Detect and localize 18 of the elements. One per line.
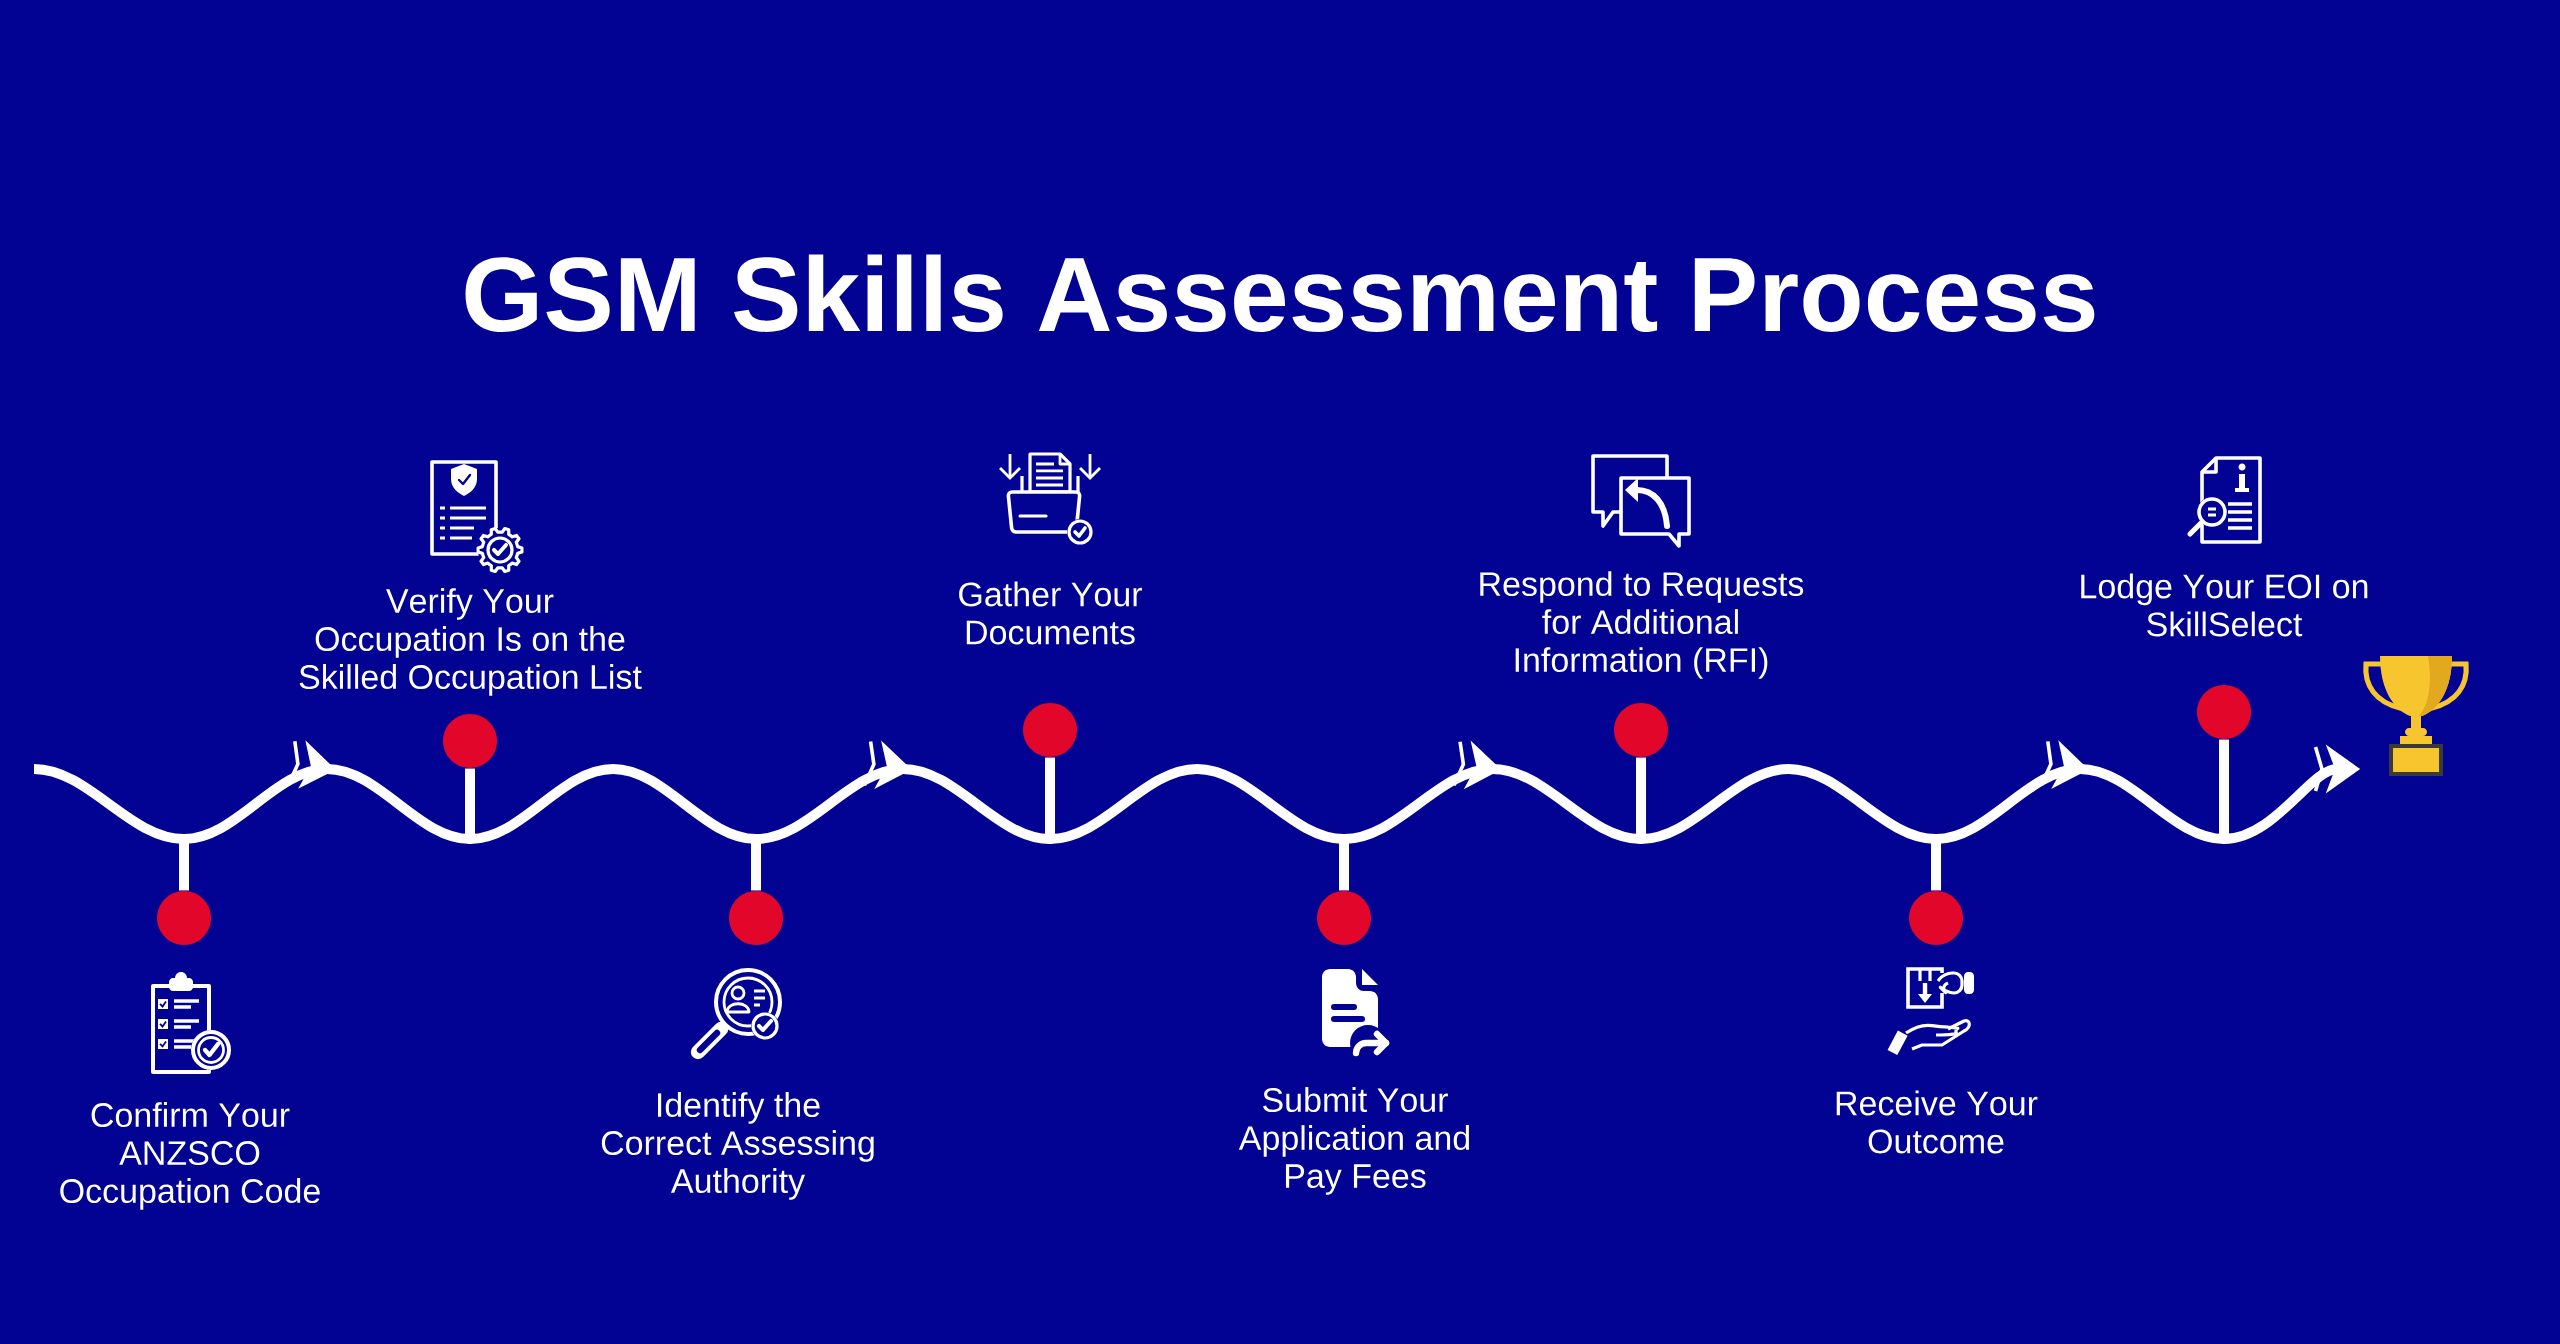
pin-dot [443,714,497,768]
step-label: Verify Your Occupation Is on the Skilled Occupation List [299,588,642,696]
step-label: Lodge Your EOI on SkillSelect [2081,573,2368,637]
pin-dot [1023,703,1077,757]
step-label: Gather Your Documents [959,581,1142,645]
step-label: Receive Your Outcome [1836,1090,2038,1154]
pin-dot [2197,685,2251,739]
pin-dot [729,891,783,945]
title: GSM Skills Assessment Process [465,254,2095,332]
step-label: Confirm Your ANZSCO Occupation Code [60,1102,320,1210]
trophy-icon [2363,656,2469,776]
pin-dot [1317,891,1371,945]
step-label: Respond to Requests for Additional Information (RFI) [1480,571,1804,679]
pin-dot [1909,891,1963,945]
step-label: Submit Your Application and Pay Fees [1238,1087,1470,1195]
pin-dot [1614,703,1668,757]
pin-dot [157,891,211,945]
step-label: Identify the Correct Assessing Authority [601,1092,874,1200]
